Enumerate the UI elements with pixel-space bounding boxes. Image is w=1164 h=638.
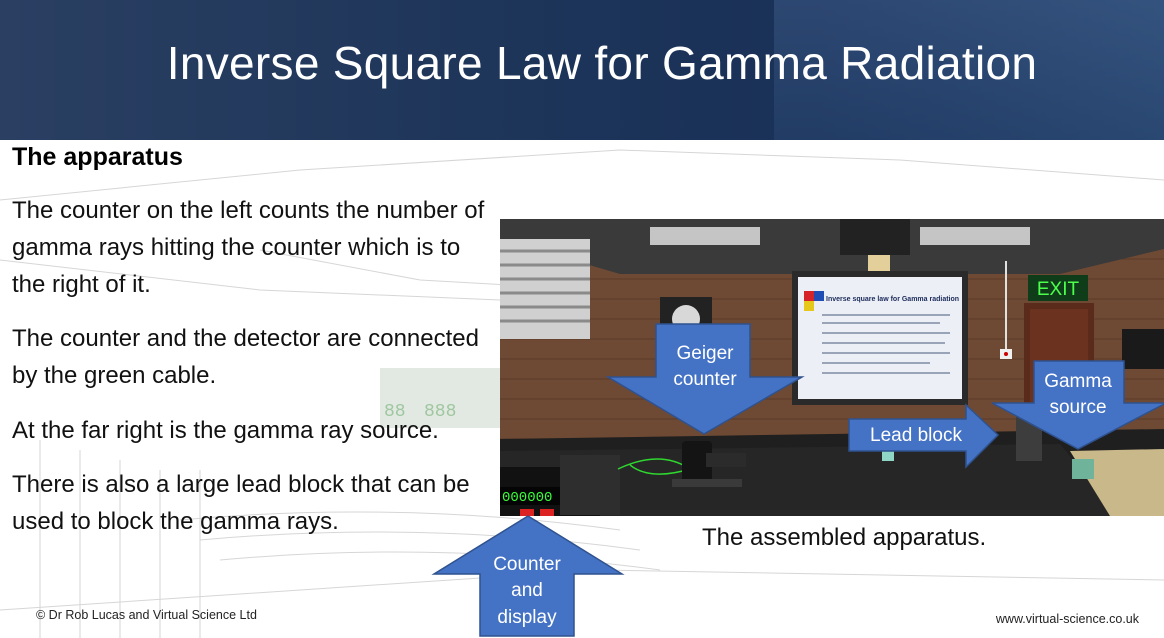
faded-display-2: 888 [424,402,456,422]
paragraph-lead-block: There is also a large lead block that ca… [12,471,470,535]
gamma-source-arrow: Gamma source [991,360,1164,450]
section-heading: The apparatus [12,143,183,171]
lead-block-label: Lead block [870,425,962,446]
title-banner: Inverse Square Law for Gamma Radiation [0,0,1164,140]
gamma-label-1: Gamma [1044,371,1112,392]
geiger-counter-arrow: Geiger counter [605,323,805,435]
faded-counter-sketch [380,368,500,428]
screen-title: Inverse square law for Gamma radiation [826,296,959,303]
photo-caption: The assembled apparatus. [702,524,987,551]
gamma-label-2: source [1049,397,1106,418]
counter-label-3: display [497,607,557,628]
slide-title: Inverse Square Law for Gamma Radiation [166,37,1038,89]
banner-panel [774,0,1164,140]
lead-block-arrow: Lead block [848,403,1000,469]
website-footer: www.virtual-science.co.uk [995,612,1139,626]
paragraph-cable: The counter and the detector are connect… [12,325,479,389]
counter-display-arrow: Counter and display [431,515,625,637]
counter-label-1: Counter [493,554,561,575]
copyright-footer: © Dr Rob Lucas and Virtual Science Ltd [36,608,257,622]
counter-label-2: and [511,580,543,601]
geiger-label-2: counter [673,369,737,390]
background-wireframe: 88 888 [0,149,1164,638]
geiger-label-1: Geiger [676,343,734,364]
paragraph-source: At the far right is the gamma ray source… [12,417,439,444]
faded-display-1: 88 [384,402,406,422]
apparatus-photo: Inverse square law for Gamma radiation E… [500,219,1164,516]
paragraph-counter: The counter on the left counts the numbe… [12,197,485,298]
counter-readout: 000000 [502,490,552,506]
exit-sign: EXIT [1037,279,1080,300]
